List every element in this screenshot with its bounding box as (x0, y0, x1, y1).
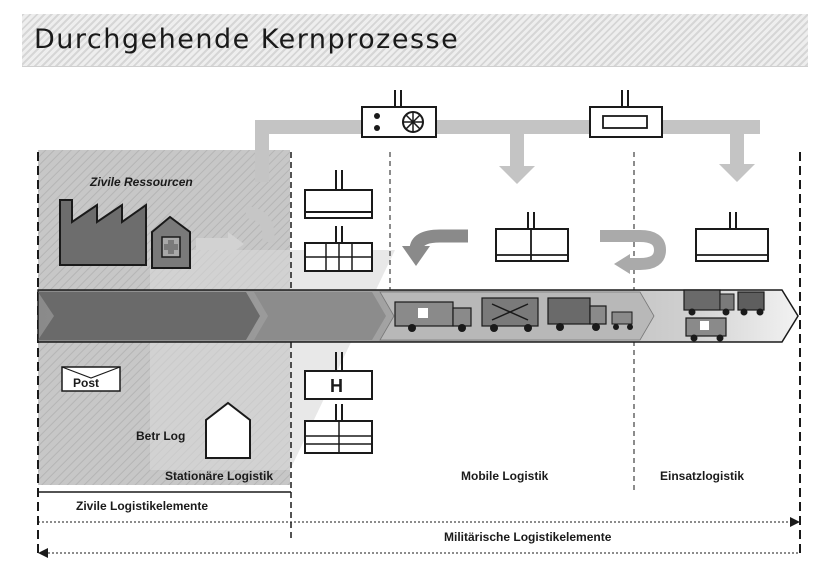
hospital-h-label: H (330, 376, 343, 396)
warehouse-upper-icon (305, 226, 372, 271)
betr-log-label: Betr Log (136, 429, 185, 443)
control-box-icon (362, 90, 436, 137)
depot-upper-icon (305, 170, 372, 218)
einsatzlogistik-label: Einsatzlogistik (660, 469, 744, 483)
militaerische-logistikelemente-label: Militärische Logistikelemente (444, 530, 612, 544)
command-box-icon (590, 90, 662, 137)
mobile-depot-icon (496, 212, 568, 261)
zivile-logistikelemente-label: Zivile Logistikelemente (76, 499, 208, 513)
process-chevron-1 (38, 292, 260, 340)
civil-span-arrowhead (790, 517, 800, 527)
einsatz-loop-arrowhead (614, 254, 630, 274)
einsatz-depot-icon (696, 212, 768, 261)
process-chevron-2 (254, 292, 386, 340)
post-label: Post (73, 376, 99, 390)
distribution-pipe (255, 120, 760, 184)
mobile-logistik-label: Mobile Logistik (461, 469, 549, 483)
military-span-arrowhead (38, 548, 48, 558)
mobile-return-arrowhead (402, 246, 430, 266)
stationaere-logistik-label: Stationäre Logistik (165, 469, 273, 483)
zivile-ressourcen-label: Zivile Ressourcen (89, 175, 193, 189)
